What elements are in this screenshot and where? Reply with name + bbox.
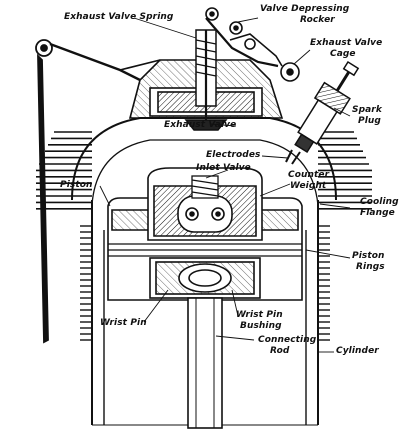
exhaust-valve-cage	[184, 29, 228, 131]
label-valve-depressing-rocker-line1: Valve Depressing	[260, 4, 350, 14]
cooling-fins-lower	[80, 225, 330, 341]
label-valve-depressing-rocker-line2: Rocker	[300, 15, 335, 25]
label-exhaust-valve-spring: Exhaust Valve Spring	[64, 12, 174, 22]
connecting-rod	[187, 297, 223, 429]
counter-weight	[147, 167, 263, 241]
label-connecting-rod-line1: Connecting	[258, 335, 317, 345]
label-connecting-rod-line2: Rod	[270, 346, 290, 356]
label-piston-rings-line2: Rings	[356, 262, 385, 272]
wrist-pin	[149, 257, 261, 299]
inlet-valve	[191, 175, 219, 199]
label-wrist-pin-bushing-line1: Wrist Pin	[236, 310, 283, 320]
label-counter-weight-line2: Weight	[290, 181, 327, 191]
label-exhaust-valve: Exhaust Valve	[164, 120, 237, 130]
label-piston-rings-line1: Piston	[352, 251, 385, 261]
label-inlet-valve: Inlet Valve	[196, 163, 251, 173]
label-exhaust-valve-cage-line2: Cage	[330, 49, 356, 59]
label-wrist-pin: Wrist Pin	[100, 318, 147, 328]
label-cylinder: Cylinder	[336, 346, 379, 356]
label-leader-lines	[99, 17, 351, 353]
label-cooling-flange-line2: Flange	[360, 208, 395, 218]
label-counter-weight-line1: Counter	[288, 170, 330, 180]
label-wrist-pin-bushing-line2: Bushing	[240, 321, 282, 331]
label-piston: Piston	[60, 180, 93, 190]
cooling-fins-right	[318, 131, 372, 210]
label-cooling-flange-line1: Cooling	[360, 197, 399, 207]
valve-depressing-rocker	[205, 7, 300, 82]
spark-plug	[285, 60, 360, 165]
label-spark-plug-line1: Spark	[352, 105, 382, 115]
label-spark-plug-line2: Plug	[358, 116, 381, 126]
push-rod-lever	[35, 39, 161, 344]
label-exhaust-valve-cage-line1: Exhaust Valve	[310, 38, 383, 48]
label-electrodes: Electrodes	[206, 150, 261, 160]
